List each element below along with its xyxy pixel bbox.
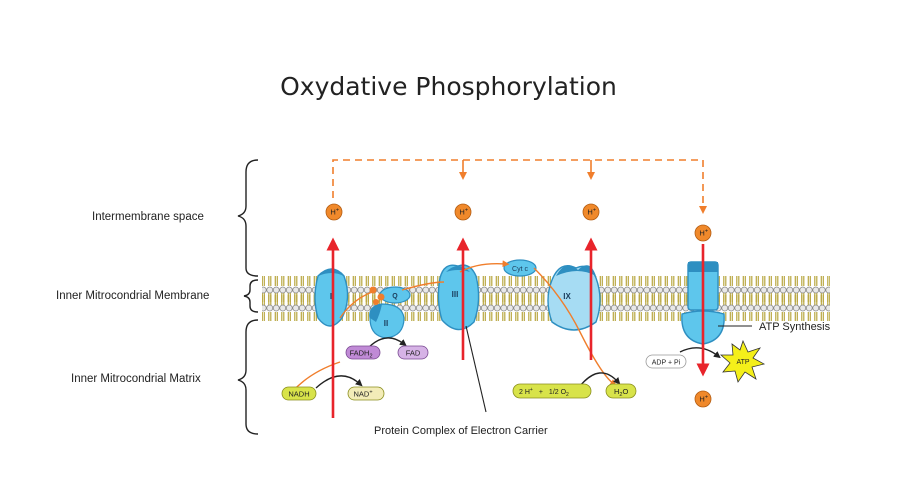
brace-matrix — [237, 319, 259, 435]
svg-text:ATP: ATP — [736, 359, 749, 366]
atp-star: ATP — [719, 339, 766, 383]
nad-chip: NAD+ — [347, 386, 385, 401]
proton-icon: H+ — [582, 203, 600, 221]
cytochrome-c — [503, 259, 537, 277]
protons: H+ H+ H+ H+ H+ — [325, 203, 712, 408]
cyt-c-label: Cyt c — [512, 266, 528, 273]
q-label: Q — [392, 293, 398, 300]
complex-II — [369, 303, 405, 339]
label-inner-membrane: Inner Mitrocondrial Membrane — [56, 290, 210, 302]
complex-III — [437, 264, 480, 331]
proton-return-path — [332, 159, 707, 214]
svg-text:FADH2: FADH2 — [349, 349, 372, 360]
proton-icon: H+ — [325, 203, 343, 221]
ubiquinone — [369, 286, 411, 305]
complex-IX-label: IX — [563, 292, 571, 301]
svg-text:H+: H+ — [330, 208, 339, 217]
nadh-chip: NADH — [281, 386, 317, 401]
complex-I — [314, 268, 349, 327]
label-intermembrane-space: Intermembrane space — [92, 211, 204, 223]
complex-labels: I II III IX Q Cyt c — [330, 266, 572, 328]
svg-text:H+: H+ — [459, 208, 468, 217]
atp-synthesis-label: ATP Synthesis — [759, 321, 831, 333]
svg-text:H+: H+ — [699, 395, 708, 404]
proton-icon: H+ — [454, 203, 472, 221]
svg-text:H+: H+ — [587, 208, 596, 217]
svg-text:NADH: NADH — [288, 390, 309, 399]
protein-complex-label: Protein Complex of Electron Carrier — [374, 425, 548, 437]
brace-membrane — [243, 279, 259, 313]
adp-chip: ADP + Pi — [645, 354, 687, 369]
complex-IX — [547, 265, 601, 331]
reaction-arrows — [315, 325, 721, 413]
brace-intermembrane — [237, 159, 259, 277]
svg-text:NAD+: NAD+ — [353, 390, 372, 399]
proton-icon: H+ — [694, 224, 712, 242]
water-chip: H2O — [605, 383, 637, 399]
complex-II-label: II — [384, 319, 388, 328]
proton-pump-arrows — [326, 237, 710, 418]
complex-III-label: III — [452, 290, 459, 299]
svg-text:H+: H+ — [699, 229, 708, 238]
svg-text:2 H++1/2 O2: 2 H++1/2 O2 — [519, 387, 569, 398]
proton-icon: H+ — [694, 390, 712, 408]
oxygen-reaction-chip: 2 H++1/2 O2 — [512, 383, 592, 399]
molecules: NADH NAD+ FADH2 FAD 2 H++1/2 O2 H2O ADP … — [281, 339, 766, 401]
complex-I-label: I — [330, 292, 332, 301]
region-braces — [237, 159, 259, 435]
label-inner-matrix: Inner Mitrocondrial Matrix — [71, 373, 201, 385]
diagram-title: Oxydative Phosphorylation — [280, 72, 617, 101]
svg-text:ADP + Pi: ADP + Pi — [652, 360, 681, 367]
lipid-bilayer — [262, 276, 830, 321]
fad-chip: FAD — [397, 345, 429, 360]
svg-text:FAD: FAD — [406, 349, 421, 358]
fadh2-chip: FADH2 — [345, 345, 381, 360]
svg-text:H2O: H2O — [614, 387, 628, 398]
